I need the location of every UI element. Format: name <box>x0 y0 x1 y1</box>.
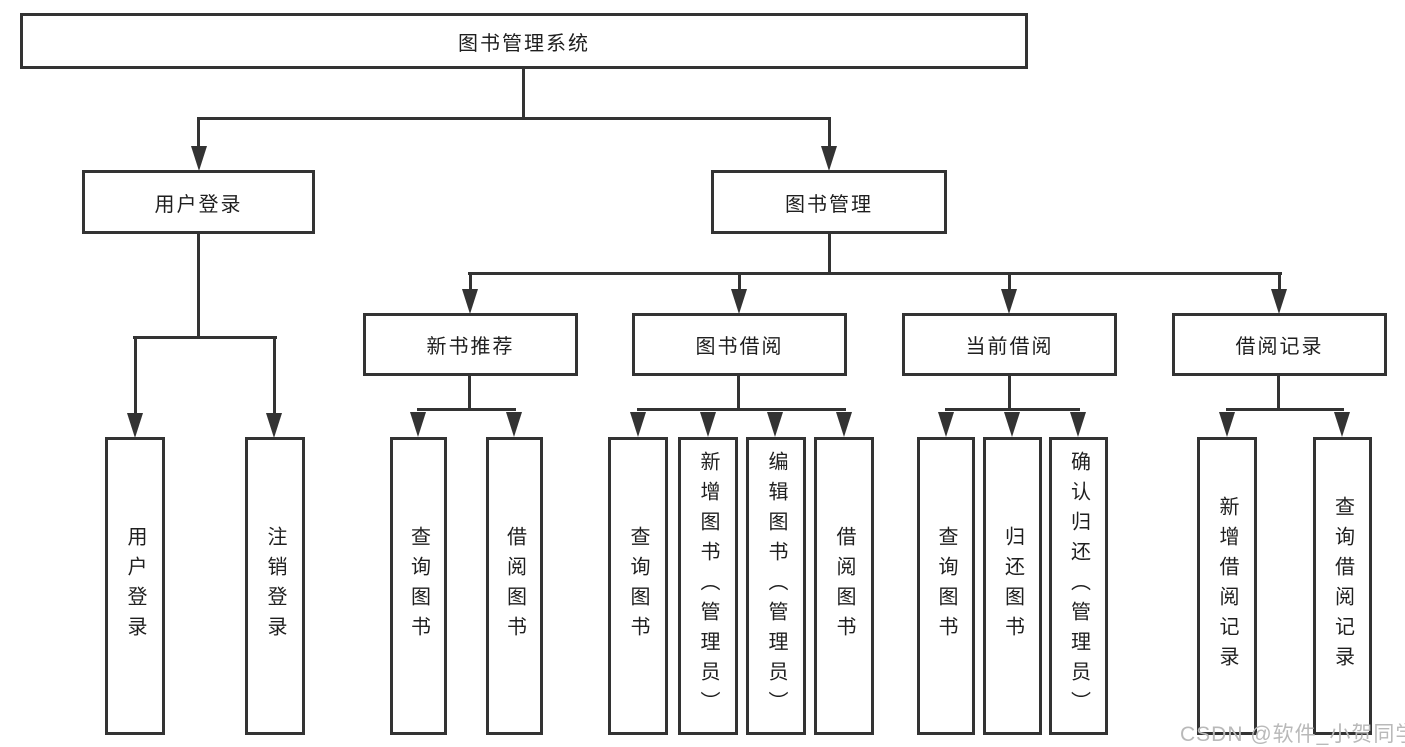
arrow-down-icon <box>731 289 747 314</box>
leaf-edit-book-admin: 编辑图书（管理员） <box>746 437 806 735</box>
node-book-management-label: 图书管理 <box>785 193 873 216</box>
leaf-query-borrow-record: 查询借阅记录 <box>1313 437 1372 735</box>
arrow-down-icon <box>1334 412 1350 437</box>
arrow-down-icon <box>836 412 852 437</box>
leaf-user-login: 用户登录 <box>105 437 165 735</box>
leaf-query-borrow-record-label: 查询借阅记录 <box>1331 496 1354 676</box>
leaf-logout-label: 注销登录 <box>264 526 286 646</box>
connector-userlogin-drop1 <box>134 336 137 416</box>
node-current-borrow-label: 当前借阅 <box>965 336 1054 358</box>
node-book-management: 图书管理 <box>711 170 947 234</box>
connector-userlogin-v <box>197 234 200 339</box>
arrow-down-icon <box>191 146 207 171</box>
arrow-down-icon <box>462 289 478 314</box>
connector-borrow-h <box>637 408 846 411</box>
connector-userlogin-drop2 <box>273 336 276 416</box>
leaf-query-books-recommend: 查询图书 <box>390 437 447 735</box>
arrow-down-icon <box>630 412 646 437</box>
connector-borrow-v <box>737 376 740 411</box>
arrow-down-icon <box>1001 289 1017 314</box>
node-current-borrow: 当前借阅 <box>902 313 1117 376</box>
leaf-confirm-return-admin: 确认归还（管理员） <box>1049 437 1108 735</box>
connector-recommend-v <box>468 376 471 411</box>
leaf-return-book-label: 归还图书 <box>1001 526 1024 646</box>
arrow-down-icon <box>1070 412 1086 437</box>
connector-records-v <box>1277 376 1280 411</box>
leaf-borrow-books-label: 借阅图书 <box>833 526 855 646</box>
connector-bookmgmt-h <box>468 272 1282 275</box>
node-new-book-recommend-label: 新书推荐 <box>426 336 515 358</box>
leaf-add-borrow-record: 新增借阅记录 <box>1197 437 1257 735</box>
node-user-login-label: 用户登录 <box>154 193 243 216</box>
node-borrow-records: 借阅记录 <box>1172 313 1387 376</box>
arrow-down-icon <box>127 413 143 438</box>
connector-bookmgmt-drop1 <box>469 272 472 292</box>
arrow-down-icon <box>821 146 837 171</box>
connector-bookmgmt-v <box>828 234 831 275</box>
arrow-down-icon <box>1271 289 1287 314</box>
node-root: 图书管理系统 <box>20 13 1028 69</box>
node-new-book-recommend: 新书推荐 <box>363 313 578 376</box>
leaf-add-book-admin-label: 新增图书（管理员） <box>697 451 719 721</box>
leaf-confirm-return-admin-label: 确认归还（管理员） <box>1067 451 1090 721</box>
connector-current-v <box>1008 376 1011 411</box>
connector-bookmgmt-drop4 <box>1278 272 1281 292</box>
node-root-label: 图书管理系统 <box>458 32 590 55</box>
leaf-return-book: 归还图书 <box>983 437 1042 735</box>
leaf-borrow-books-recommend-label: 借阅图书 <box>503 526 526 646</box>
connector-root-right-drop <box>828 117 831 150</box>
connector-bookmgmt-drop3 <box>1008 272 1011 292</box>
leaf-query-books-borrow-label: 查询图书 <box>627 526 649 646</box>
connector-userlogin-h <box>133 336 277 339</box>
leaf-query-books-current-label: 查询图书 <box>935 526 957 646</box>
node-book-borrow-label: 图书借阅 <box>695 336 784 358</box>
arrow-down-icon <box>410 412 426 437</box>
connector-bookmgmt-drop2 <box>738 272 741 292</box>
leaf-add-book-admin: 新增图书（管理员） <box>678 437 738 735</box>
leaf-user-login-label: 用户登录 <box>124 526 146 646</box>
arrow-down-icon <box>1004 412 1020 437</box>
node-user-login: 用户登录 <box>82 170 315 234</box>
node-book-borrow: 图书借阅 <box>632 313 847 376</box>
csdn-watermark: CSDN @软件_小贺同学 <box>1180 723 1405 746</box>
arrow-down-icon <box>938 412 954 437</box>
arrow-down-icon <box>700 412 716 437</box>
connector-current-h <box>945 408 1080 411</box>
leaf-logout: 注销登录 <box>245 437 305 735</box>
leaf-add-borrow-record-label: 新增借阅记录 <box>1216 496 1238 676</box>
node-borrow-records-label: 借阅记录 <box>1235 336 1324 358</box>
leaf-query-books-recommend-label: 查询图书 <box>407 526 430 646</box>
connector-root-left-drop <box>197 117 200 150</box>
leaf-borrow-books: 借阅图书 <box>814 437 874 735</box>
connector-root-h <box>197 117 831 120</box>
arrow-down-icon <box>1219 412 1235 437</box>
leaf-edit-book-admin-label: 编辑图书（管理员） <box>765 451 787 721</box>
leaf-borrow-books-recommend: 借阅图书 <box>486 437 543 735</box>
arrow-down-icon <box>767 412 783 437</box>
connector-recommend-h <box>417 408 516 411</box>
arrow-down-icon <box>266 413 282 438</box>
connector-root-v <box>522 69 525 120</box>
leaf-query-books-borrow: 查询图书 <box>608 437 668 735</box>
arrow-down-icon <box>506 412 522 437</box>
leaf-query-books-current: 查询图书 <box>917 437 975 735</box>
connector-records-h <box>1226 408 1344 411</box>
